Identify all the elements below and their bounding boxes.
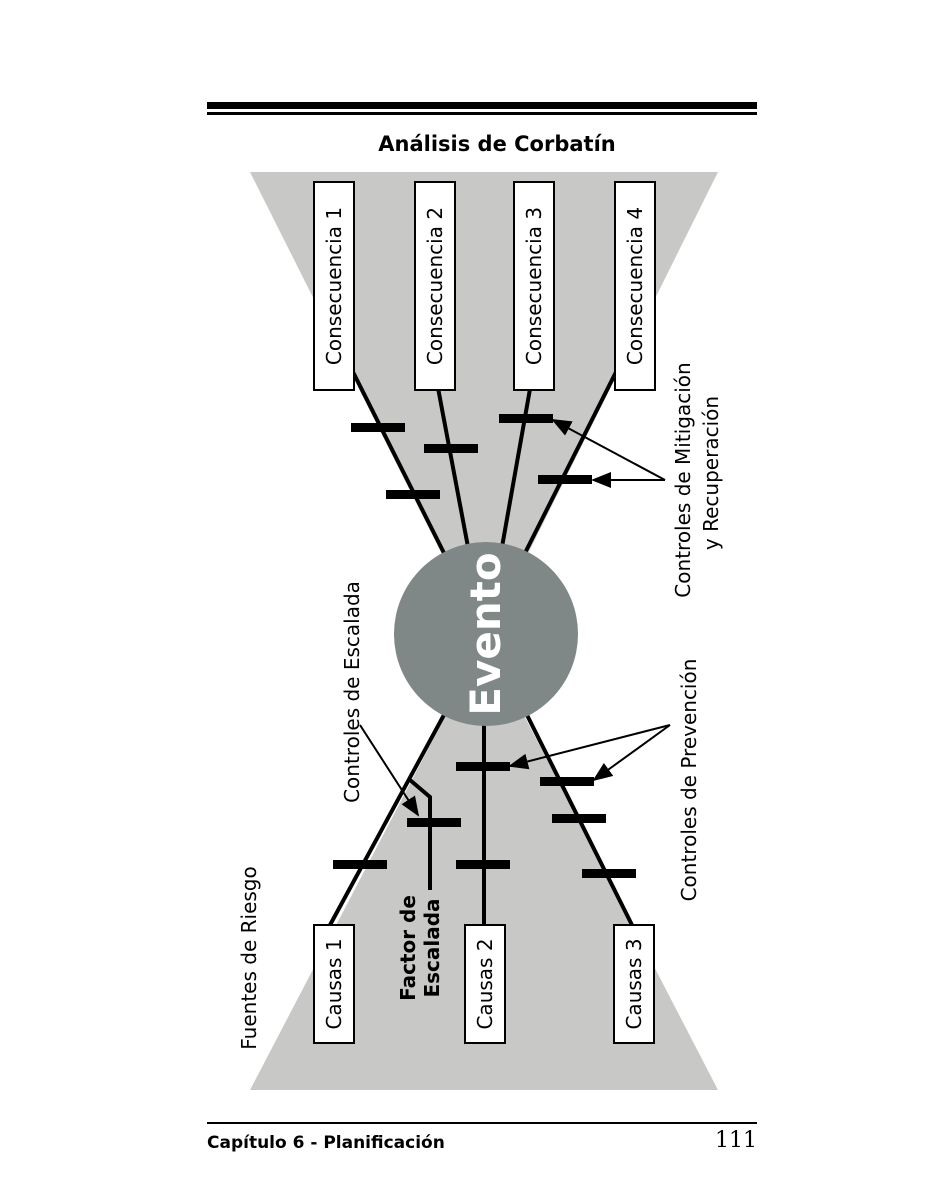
prevention-arrow — [508, 724, 671, 770]
prevention-barrier — [552, 814, 606, 823]
cause-box-2: Causas 2 — [464, 924, 506, 1044]
prevention-controls-label: Controles de Prevención — [677, 659, 701, 902]
cause-branch-1 — [328, 712, 447, 926]
cause-label-3: Causas 3 — [622, 938, 646, 1029]
escalation-arrow — [359, 724, 420, 817]
consequence-branch-4 — [522, 371, 618, 556]
cause-box-1: Causas 1 — [313, 924, 355, 1044]
consequence-branch-2 — [433, 371, 470, 548]
cause-label-2: Causas 2 — [473, 938, 497, 1029]
consequence-label-2: Consecuencia 2 — [423, 207, 447, 365]
consequence-box-4: Consecuencia 4 — [614, 181, 656, 391]
footer-page-number: 111 — [715, 1128, 757, 1153]
event-circle — [394, 542, 578, 726]
consequence-label-4: Consecuencia 4 — [623, 207, 647, 365]
mitigation-label-line1: Controles de Mitigación — [671, 362, 695, 597]
prevention-barrier — [333, 860, 387, 869]
mitigation-barrier — [386, 490, 440, 499]
mitigation-barrier — [351, 423, 405, 432]
consequence-label-1: Consecuencia 1 — [322, 207, 346, 365]
consequence-box-3: Consecuencia 3 — [513, 181, 555, 391]
escalation-barrier — [407, 818, 461, 827]
event-label: Evento — [461, 552, 510, 715]
consequence-box-2: Consecuencia 2 — [414, 181, 456, 391]
header-rule-thick — [207, 102, 757, 109]
risk-sources-label: Fuentes de Riesgo — [237, 866, 261, 1049]
footer-rule — [207, 1122, 757, 1124]
prevention-barrier — [456, 762, 510, 771]
consequence-branch-1 — [351, 371, 447, 556]
escalation-factor-label-line2: Escalada — [420, 898, 444, 997]
escalation-factor-label-line1: Factor de — [396, 895, 420, 1001]
mitigation-label-line2: y Recuperación — [699, 396, 723, 550]
prevention-arrow — [592, 724, 671, 782]
footer-chapter: Capítulo 6 - Planificación — [207, 1133, 445, 1153]
escalation-factor-line — [408, 778, 432, 890]
header-rule-thin — [207, 112, 757, 115]
mitigation-barrier — [499, 414, 553, 423]
prevention-barrier — [582, 869, 636, 878]
prevention-barrier — [540, 777, 594, 786]
escalation-controls-label: Controles de Escalada — [340, 581, 364, 803]
cause-box-3: Causas 3 — [613, 924, 655, 1044]
mitigation-barrier — [538, 475, 592, 484]
mitigation-arrow — [551, 419, 666, 481]
cause-label-1: Causas 1 — [322, 938, 346, 1029]
consequence-box-1: Consecuencia 1 — [313, 181, 355, 391]
mitigation-barrier — [424, 444, 478, 453]
consequence-label-3: Consecuencia 3 — [522, 207, 546, 365]
prevention-barrier — [456, 860, 510, 869]
consequence-branch-3 — [500, 371, 535, 548]
page-title: Análisis de Corbatín — [378, 132, 616, 156]
